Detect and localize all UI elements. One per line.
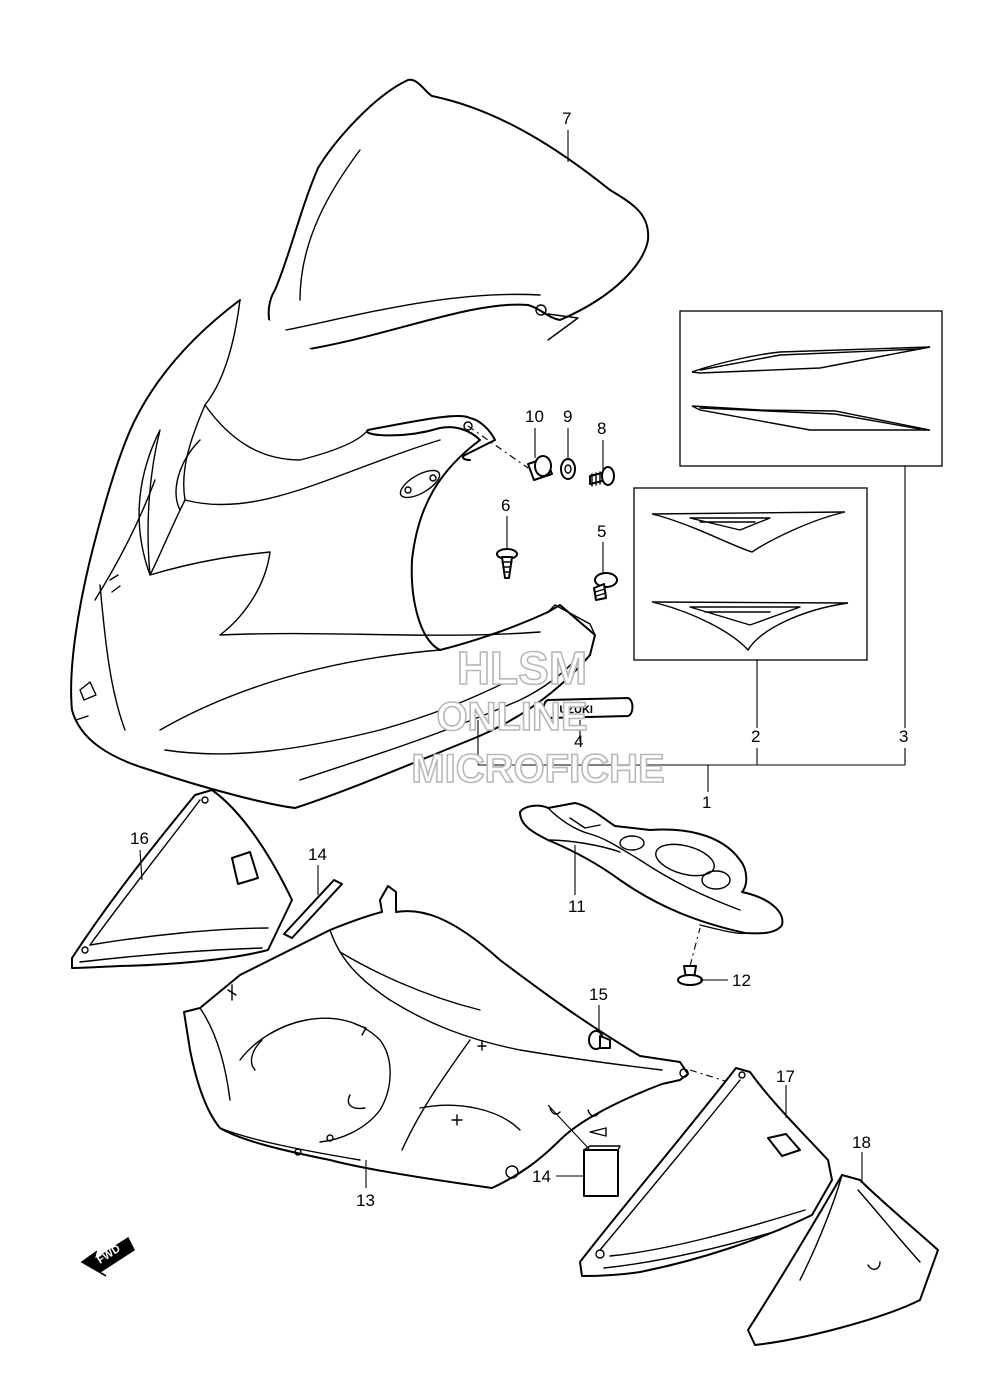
emblem-part-4[interactable]: SUZUKI <box>542 697 634 719</box>
inner-panel-part-11[interactable] <box>519 802 784 935</box>
decal-set-part-3[interactable] <box>679 310 943 467</box>
watermark-line-3: MICROFICHE <box>411 747 664 791</box>
leader-lines <box>139 130 906 1188</box>
callout-11: 11 <box>568 897 586 916</box>
emblem-text: SUZUKI <box>552 704 593 716</box>
callout-4: 4 <box>574 732 583 751</box>
callout-9: 9 <box>563 407 572 426</box>
inner-cover-part-18[interactable] <box>747 1174 939 1346</box>
callout-15: 15 <box>589 985 608 1004</box>
washer-part-9[interactable] <box>560 458 576 480</box>
callout-18: 18 <box>852 1133 871 1152</box>
callout-6: 6 <box>501 496 510 515</box>
screw-part-8[interactable] <box>589 466 615 487</box>
callout-2: 2 <box>751 727 760 746</box>
bolt-part-5[interactable] <box>593 572 618 601</box>
callout-17: 17 <box>776 1067 795 1086</box>
watermark-line-1: HLSM <box>457 642 587 694</box>
callout-10: 10 <box>525 407 544 426</box>
callout-13: 13 <box>356 1191 375 1210</box>
screw-part-6[interactable] <box>496 548 518 579</box>
seal-pad-part-14-lower[interactable] <box>583 1145 621 1197</box>
clip-part-15[interactable] <box>588 1030 611 1050</box>
forward-direction-arrow: FWD <box>80 1236 135 1277</box>
watermark: HLSM ONLINE MICROFICHE <box>411 641 666 792</box>
callout-16: 16 <box>130 829 149 848</box>
watermark-line-2: ONLINE <box>436 695 587 739</box>
seal-strip-part-14-upper[interactable] <box>283 879 343 939</box>
callout-3: 3 <box>899 727 908 746</box>
callout-5: 5 <box>597 522 606 541</box>
callout-8: 8 <box>597 419 606 438</box>
callout-7: 7 <box>562 109 571 128</box>
lower-cowling-part-13[interactable] <box>183 885 689 1189</box>
callout-14-lower: 14 <box>532 1167 551 1186</box>
callout-12: 12 <box>732 971 751 990</box>
decal-set-part-2[interactable] <box>633 487 868 661</box>
callout-labels: 7 10 9 8 6 5 4 2 3 1 11 12 16 14 15 13 1… <box>130 109 908 1210</box>
windscreen-part-7[interactable] <box>267 78 650 353</box>
inner-cover-part-16[interactable] <box>71 789 293 969</box>
bolt-part-12[interactable] <box>677 927 703 986</box>
upper-cowling-part-1[interactable] <box>70 299 596 809</box>
inner-cover-part-17[interactable] <box>579 1067 833 1277</box>
spacer-part-10[interactable] <box>467 425 553 481</box>
callout-1: 1 <box>702 793 711 812</box>
callout-14-upper: 14 <box>308 845 327 864</box>
